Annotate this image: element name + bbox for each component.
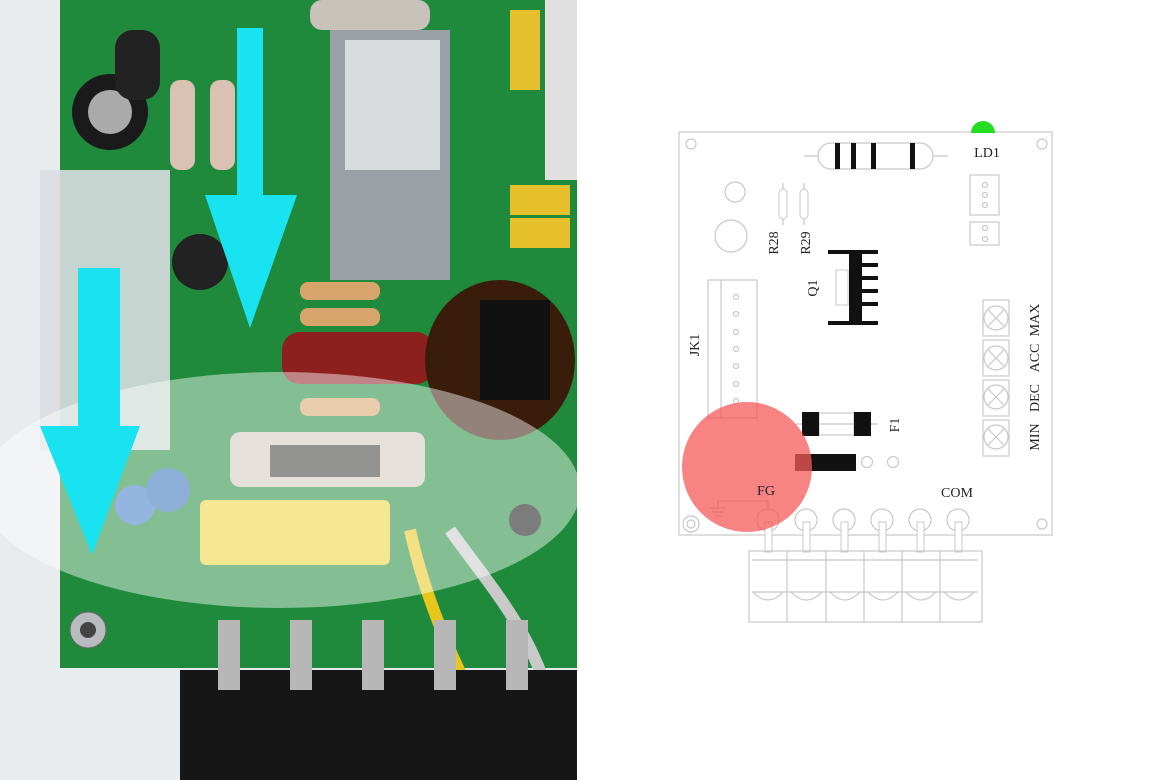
highlight-circle <box>682 402 812 532</box>
power-resistor <box>310 0 430 30</box>
label-jk1: JK1 <box>688 334 703 357</box>
label-f1: F1 <box>888 418 903 433</box>
resistor <box>170 80 195 170</box>
label-fg: FG <box>757 484 775 499</box>
arrow-icon <box>205 28 297 328</box>
film-capacitor <box>282 332 434 384</box>
resistor-r29 <box>799 183 809 225</box>
x-capacitor <box>200 500 390 565</box>
arrow-icon <box>40 268 140 555</box>
capacitor <box>115 30 160 100</box>
label-q1: Q1 <box>806 279 821 296</box>
label-r29: R29 <box>799 231 814 254</box>
connector-jk1 <box>707 279 758 419</box>
label-ld1: LD1 <box>974 146 1000 161</box>
y-capacitor <box>115 485 155 525</box>
label-com: COM <box>941 486 973 501</box>
label-r28: R28 <box>767 231 782 254</box>
pcb-photo <box>0 0 580 780</box>
potentiometers <box>982 299 1010 457</box>
terminal-block-diagram <box>748 550 983 623</box>
pcb-diagram: LD1 R28 R29 Q1 <box>678 121 1053 623</box>
capacitor-yellow <box>510 10 540 90</box>
resistor-r28 <box>778 183 788 225</box>
resistor <box>210 80 235 170</box>
highlight-glare <box>0 372 580 608</box>
terminal-pins <box>756 508 970 553</box>
label-dec: DEC <box>1028 384 1043 412</box>
led-indicator <box>971 121 995 133</box>
bridge-rectifier <box>172 234 228 290</box>
transistor-q1-heatsink <box>828 250 878 325</box>
label-acc: ACC <box>1028 344 1043 373</box>
power-resistor <box>804 142 948 170</box>
label-min: MIN <box>1028 423 1043 450</box>
fuse-f1 <box>796 412 878 436</box>
resistor <box>300 282 380 300</box>
board-outline <box>678 131 1053 536</box>
label-max: MAX <box>1028 304 1043 337</box>
